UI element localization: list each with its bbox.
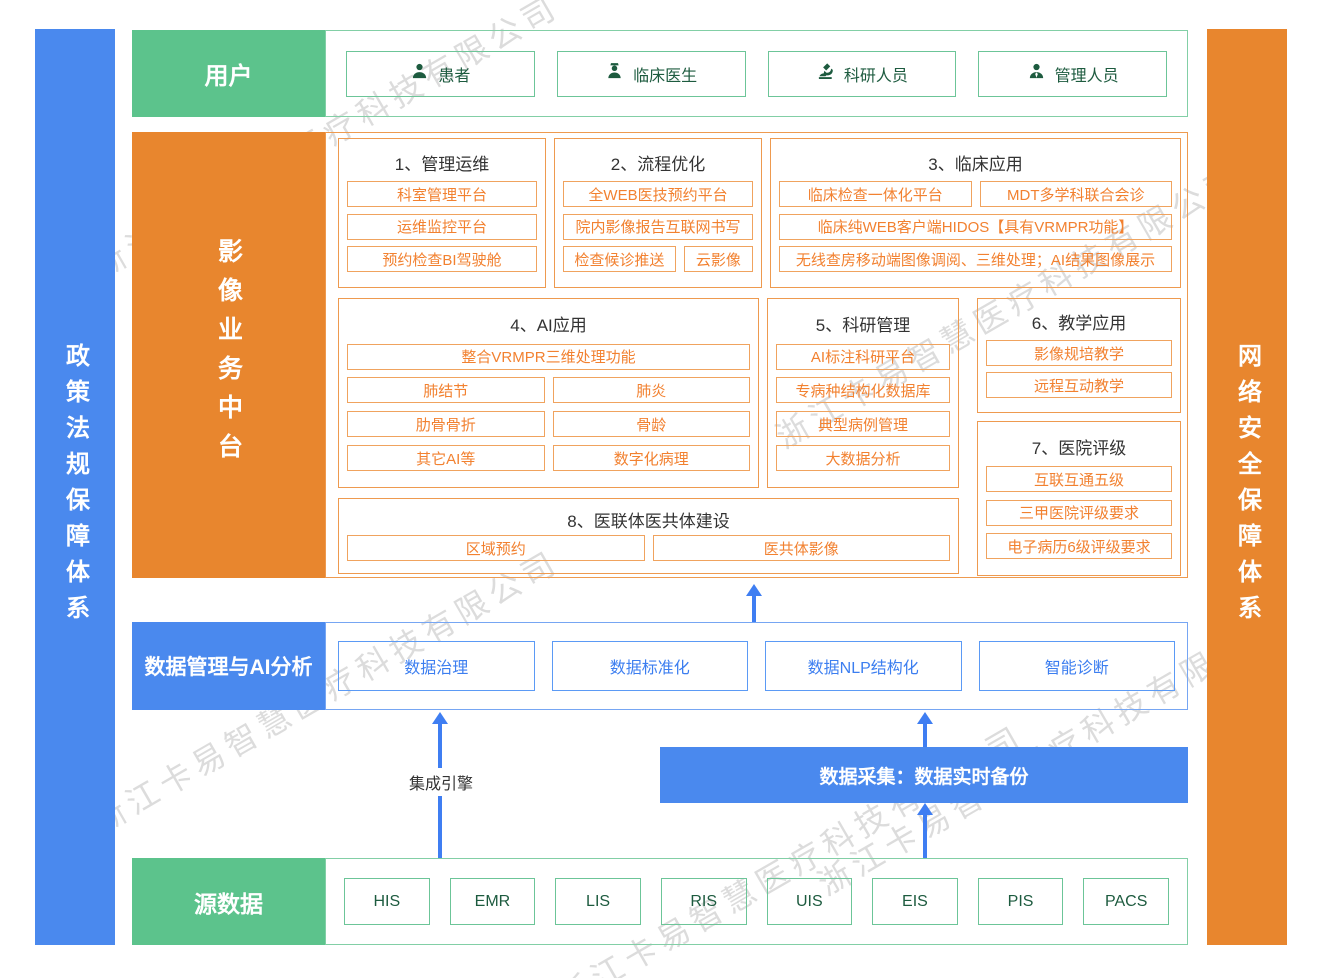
section-research-management: 5、科研管理 AI标注科研平台 专病种结构化数据库 典型病例管理 大数据分析 <box>767 298 959 488</box>
user-item-label: 临床医生 <box>633 67 698 85</box>
platform-item: 临床检查一体化平台 <box>779 181 972 208</box>
section-ai-application: 4、AI应用 整合VRMPR三维处理功能 肺结节 肺炎 肋骨骨折 骨龄 其它AI… <box>338 298 759 488</box>
security-bar-label: 网络安全保障体系 <box>1233 343 1261 631</box>
section-title: 1、管理运维 <box>394 154 490 174</box>
platform-item: 三甲医院评级要求 <box>986 499 1172 526</box>
source-row: HIS EMR LIS RIS UIS EIS PIS PACS <box>325 858 1188 945</box>
source-item: EMR <box>449 878 536 925</box>
platform-item: 预约检查BI驾驶舱 <box>347 246 537 273</box>
user-item-researcher: 科研人员 <box>767 50 957 97</box>
source-item: HIS <box>344 878 430 925</box>
platform-item: 肋骨骨折 <box>347 411 545 438</box>
user-item-clinician: 临床医生 <box>556 50 746 97</box>
section-title: 8、医联体医共体建设 <box>567 511 730 531</box>
source-item: UIS <box>766 878 853 925</box>
platform-item: 其它AI等 <box>347 445 545 472</box>
platform-item: 影像规培教学 <box>986 340 1172 366</box>
platform-item: 骨龄 <box>552 411 750 438</box>
platform-label-text: 影像业务中台 <box>214 238 243 472</box>
user-item-label: 管理人员 <box>1054 67 1119 85</box>
section-title: 2、流程优化 <box>610 154 706 174</box>
platform-label: 影像业务中台 <box>132 132 325 578</box>
microscope-icon <box>816 62 835 86</box>
source-row-label: 源数据 <box>132 858 325 945</box>
platform-item: 云影像 <box>683 246 753 273</box>
platform-item: 院内影像报告互联网书写 <box>563 213 753 240</box>
platform-item: 检查候诊推送 <box>563 246 676 273</box>
section-title: 3、临床应用 <box>928 154 1023 174</box>
platform-item: 肺结节 <box>347 377 545 404</box>
platform-item: MDT多学科联合会诊 <box>979 181 1172 208</box>
users-row-label: 用户 <box>132 30 325 117</box>
section-title: 5、科研管理 <box>815 315 911 335</box>
platform-item: 典型病例管理 <box>776 411 950 438</box>
platform-item: 大数据分析 <box>776 445 950 472</box>
patient-icon <box>410 62 429 86</box>
section-teaching-application: 6、教学应用 影像规培教学 远程互动教学 <box>977 298 1181 413</box>
user-item-label: 科研人员 <box>843 67 908 85</box>
platform-item: 电子病历6级评级要求 <box>986 533 1172 560</box>
data-mgmt-item: 数据治理 <box>338 641 535 691</box>
source-item: LIS <box>555 878 641 925</box>
platform-item: 无线查房移动端图像调阅、三维处理；AI结果图像展示 <box>779 246 1172 273</box>
source-item: PIS <box>977 878 1064 925</box>
section-management-ops: 1、管理运维 科室管理平台 运维监控平台 预约检查BI驾驶舱 <box>338 138 546 288</box>
data-collection-box: 数据采集：数据实时备份 <box>660 747 1188 803</box>
platform-item: 远程互动教学 <box>986 372 1172 398</box>
arrow-source-to-collection <box>917 803 933 858</box>
integration-engine-label: 集成引擎 <box>402 768 480 796</box>
users-row: 患者 临床医生 科研人员 管理人员 <box>325 30 1188 117</box>
platform-item: 运维监控平台 <box>347 213 537 240</box>
user-item-patient: 患者 <box>346 50 535 97</box>
section-clinical-application: 3、临床应用 临床检查一体化平台 MDT多学科联合会诊 临床纯WEB客户端HID… <box>770 138 1181 288</box>
platform-item: 区域预约 <box>347 535 645 562</box>
platform-item: AI标注科研平台 <box>776 343 950 370</box>
data-mgmt-item: 智能诊断 <box>978 641 1175 691</box>
section-process-optimization: 2、流程优化 全WEB医技预约平台 院内影像报告互联网书写 检查候诊推送 云影像 <box>554 138 762 288</box>
section-title: 4、AI应用 <box>510 315 587 335</box>
doctor-icon <box>605 62 624 86</box>
platform-item: 肺炎 <box>552 377 750 404</box>
user-item-manager: 管理人员 <box>978 50 1167 97</box>
platform-item: 医共体影像 <box>652 535 950 562</box>
platform-item: 全WEB医技预约平台 <box>563 181 753 208</box>
manager-icon <box>1027 62 1046 86</box>
platform-item: 数字化病理 <box>552 445 750 472</box>
data-mgmt-label: 数据管理与AI分析 <box>132 622 325 710</box>
data-mgmt-item: 数据NLP结构化 <box>765 641 962 691</box>
platform-item: 科室管理平台 <box>347 181 537 208</box>
arrow-datamgmt-to-platform <box>746 584 762 622</box>
platform-item: 互联互通五级 <box>986 466 1172 493</box>
arrow-collection-to-datamgmt <box>917 712 933 747</box>
data-mgmt-item: 数据标准化 <box>551 641 748 691</box>
section-title: 7、医院评级 <box>1031 438 1127 458</box>
source-item: PACS <box>1083 878 1169 925</box>
data-mgmt-row: 数据治理 数据标准化 数据NLP结构化 智能诊断 <box>325 622 1188 710</box>
user-item-label: 患者 <box>438 67 471 85</box>
policy-regulation-bar: 政策法规保障体系 <box>35 29 115 945</box>
network-security-bar: 网络安全保障体系 <box>1207 29 1287 945</box>
source-item: RIS <box>660 878 747 925</box>
policy-bar-label: 政策法规保障体系 <box>61 343 89 631</box>
source-item: EIS <box>872 878 958 925</box>
platform-item: 整合VRMPR三维处理功能 <box>347 343 750 370</box>
section-medical-alliance: 8、医联体医共体建设 区域预约 医共体影像 <box>338 498 959 574</box>
platform-item: 专病种结构化数据库 <box>776 377 950 404</box>
section-hospital-rating: 7、医院评级 互联互通五级 三甲医院评级要求 电子病历6级评级要求 <box>977 421 1181 576</box>
section-title: 6、教学应用 <box>1031 314 1127 333</box>
platform-content: 1、管理运维 科室管理平台 运维监控平台 预约检查BI驾驶舱 2、流程优化 全W… <box>325 132 1188 578</box>
platform-item: 临床纯WEB客户端HIDOS【具有VRMPR功能】 <box>779 213 1172 240</box>
